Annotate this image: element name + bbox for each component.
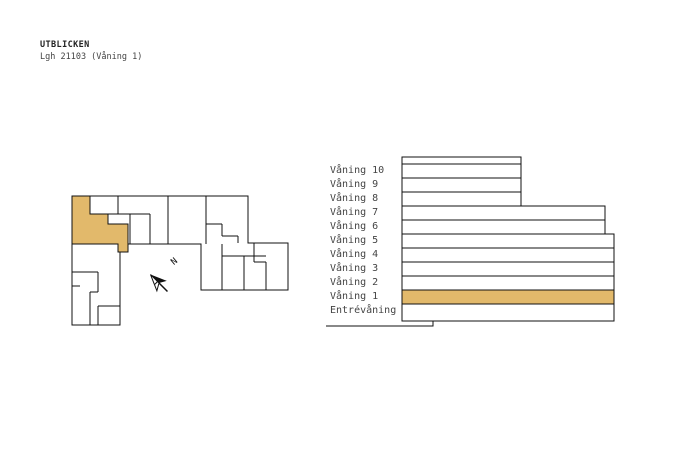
floor-bar[interactable] [401,219,606,235]
floor-bar[interactable] [401,303,615,322]
floor-bar[interactable] [401,247,615,263]
floor-label[interactable]: Våning 5 [330,235,379,246]
apartment-subtitle: Lgh 21103 (Våning 1) [40,52,143,62]
floor-bar-selected[interactable] [401,289,615,305]
floor-label[interactable]: Våning 8 [330,193,379,204]
floor-label[interactable]: Våning 4 [330,249,379,260]
floor-bar[interactable] [401,191,522,207]
selected-apartment[interactable] [71,195,129,253]
floor-bar[interactable] [401,163,522,179]
floor-label[interactable]: Våning 7 [330,207,379,218]
floor-bar[interactable] [401,205,606,221]
building-title: UTBLICKEN [40,40,90,50]
floor-label[interactable]: Våning 1 [330,291,379,302]
floor-label[interactable]: Våning 10 [330,165,385,176]
floor-label[interactable]: Våning 3 [330,263,379,274]
floor-bar[interactable] [401,275,615,291]
floor-bar[interactable] [401,233,615,249]
floor-label[interactable]: Entrévåning [330,305,397,316]
floor-label[interactable]: Våning 9 [330,179,379,190]
plan-outline-left [71,195,289,326]
floor-label[interactable]: Våning 6 [330,221,379,232]
floor-bar[interactable] [401,261,615,277]
roof-band [401,156,522,165]
header: UTBLICKEN Lgh 21103 (Våning 1) [40,39,142,63]
floor-bar[interactable] [401,177,522,193]
floor-label[interactable]: Våning 2 [330,277,379,288]
